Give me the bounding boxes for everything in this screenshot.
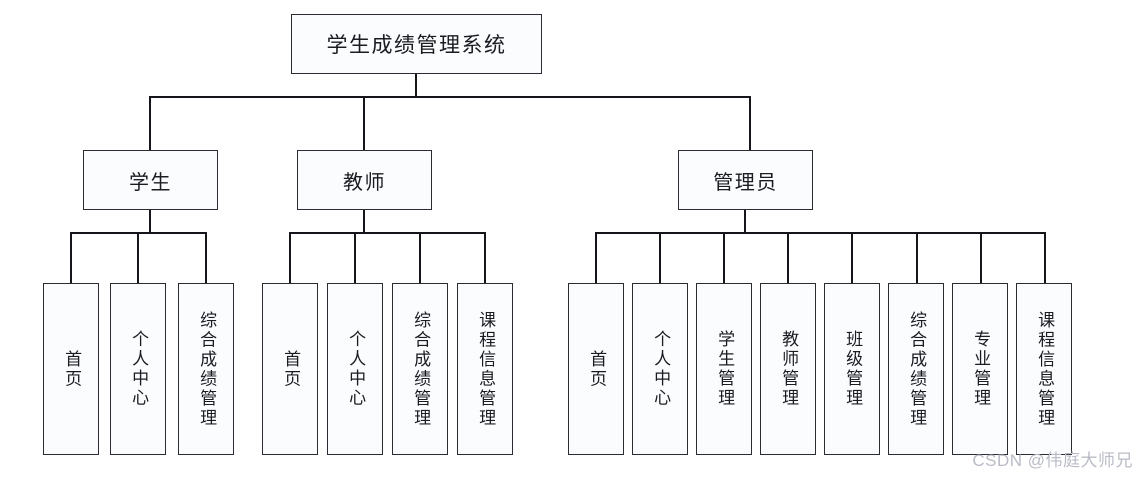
connector-student-stem (149, 210, 151, 233)
node-branch-teacher-label: 教师 (343, 171, 386, 194)
node-leaf-admin-home-label: 首页 (587, 349, 607, 389)
node-leaf-admin-personal-center[interactable]: 个人中心 (632, 283, 688, 455)
node-leaf-admin-personal-center-label: 个人中心 (651, 330, 671, 408)
connector-student-drop-1 (70, 232, 72, 283)
node-leaf-student-score-management[interactable]: 综合成绩管理 (178, 283, 234, 455)
node-leaf-admin-student-management[interactable]: 学生管理 (696, 283, 752, 455)
node-leaf-teacher-score-management-label: 综合成绩管理 (411, 310, 431, 428)
node-leaf-admin-major-management-label: 专业管理 (971, 330, 991, 408)
connector-teacher-stem (363, 210, 365, 233)
watermark: CSDN @伟庭大师兄 (972, 451, 1133, 470)
node-branch-admin-label: 管理员 (713, 171, 778, 194)
node-root-label: 学生成绩管理系统 (326, 33, 507, 57)
node-leaf-admin-course-info-management-label: 课程信息管理 (1035, 310, 1055, 428)
connector-admin-drop-1 (595, 232, 597, 283)
node-leaf-admin-home[interactable]: 首页 (568, 283, 624, 455)
connector-drop-student (149, 96, 151, 150)
node-leaf-teacher-score-management[interactable]: 综合成绩管理 (392, 283, 448, 455)
node-root-system[interactable]: 学生成绩管理系统 (291, 14, 542, 74)
node-leaf-student-home-label: 首页 (62, 349, 82, 389)
node-leaf-student-score-management-label: 综合成绩管理 (197, 310, 217, 428)
node-leaf-teacher-home-label: 首页 (281, 349, 301, 389)
node-leaf-admin-teacher-management[interactable]: 教师管理 (760, 283, 816, 455)
node-leaf-admin-class-management[interactable]: 班级管理 (824, 283, 880, 455)
connector-admin-drop-2 (659, 232, 661, 283)
connector-root-stem (415, 74, 417, 97)
node-leaf-teacher-home[interactable]: 首页 (262, 283, 318, 455)
node-leaf-admin-class-management-label: 班级管理 (843, 330, 863, 408)
node-leaf-teacher-course-info-management[interactable]: 课程信息管理 (457, 283, 513, 455)
node-leaf-teacher-course-info-management-label: 课程信息管理 (476, 310, 496, 428)
connector-student-drop-3 (205, 232, 207, 283)
connector-teacher-drop-2 (354, 232, 356, 283)
connector-admin-drop-6 (916, 232, 918, 283)
connector-admin-drop-4 (787, 232, 789, 283)
node-leaf-student-personal-center[interactable]: 个人中心 (110, 283, 166, 455)
node-branch-student[interactable]: 学生 (83, 150, 218, 210)
connector-admin-drop-5 (851, 232, 853, 283)
connector-admin-drop-7 (980, 232, 982, 283)
node-leaf-teacher-personal-center[interactable]: 个人中心 (327, 283, 383, 455)
node-leaf-student-personal-center-label: 个人中心 (129, 330, 149, 408)
connector-teacher-drop-4 (484, 232, 486, 283)
node-leaf-teacher-personal-center-label: 个人中心 (346, 330, 366, 408)
node-leaf-admin-major-management[interactable]: 专业管理 (952, 283, 1008, 455)
connector-teacher-bus (289, 232, 486, 234)
node-leaf-admin-student-management-label: 学生管理 (715, 330, 735, 408)
connector-student-drop-2 (137, 232, 139, 283)
connector-admin-drop-8 (1044, 232, 1046, 283)
connector-drop-admin (749, 96, 751, 150)
connector-drop-teacher (363, 96, 365, 150)
node-branch-student-label: 学生 (129, 171, 172, 194)
node-branch-admin[interactable]: 管理员 (678, 150, 813, 210)
connector-teacher-drop-3 (419, 232, 421, 283)
node-branch-teacher[interactable]: 教师 (297, 150, 432, 210)
node-leaf-admin-course-info-management[interactable]: 课程信息管理 (1016, 283, 1072, 455)
connector-admin-drop-3 (723, 232, 725, 283)
connector-admin-bus (595, 232, 1045, 234)
node-leaf-admin-score-management[interactable]: 综合成绩管理 (888, 283, 944, 455)
node-leaf-admin-teacher-management-label: 教师管理 (779, 330, 799, 408)
connector-teacher-drop-1 (289, 232, 291, 283)
node-leaf-admin-score-management-label: 综合成绩管理 (907, 310, 927, 428)
connector-admin-stem (744, 210, 746, 233)
connector-level1-bus (149, 96, 751, 98)
node-leaf-student-home[interactable]: 首页 (43, 283, 99, 455)
